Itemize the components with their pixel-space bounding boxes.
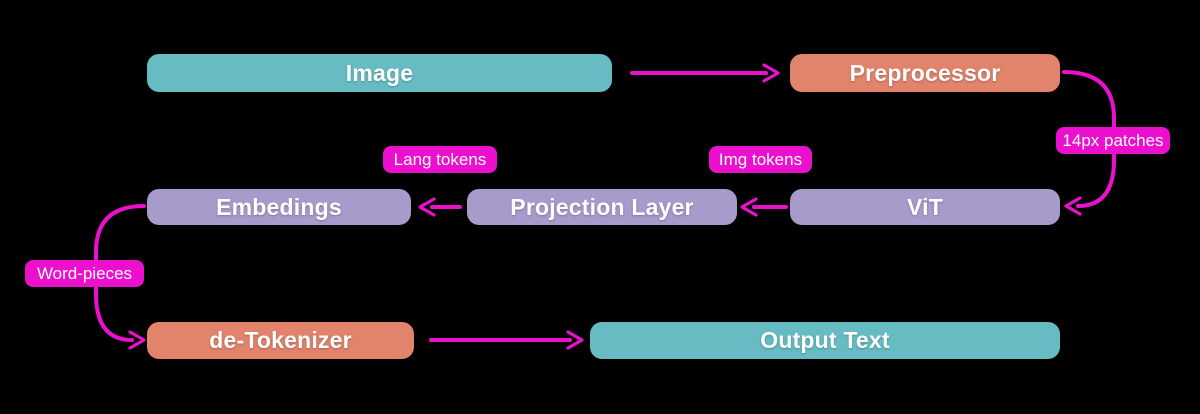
edge-label-img-tokens: Img tokens — [709, 146, 812, 173]
node-embedings: Embedings — [147, 189, 411, 225]
node-image: Image — [147, 54, 612, 92]
edge-label-word-pieces: Word-pieces — [25, 260, 144, 287]
arrow-embedings-to-de-tokenizer — [94, 204, 146, 350]
node-projection-layer: Projection Layer — [467, 189, 737, 225]
edge-label-lang-tokens: Lang tokens — [383, 146, 497, 173]
node-vit: ViT — [790, 189, 1060, 225]
node-de-tokenizer: de-Tokenizer — [147, 322, 414, 359]
node-output-text: Output Text — [590, 322, 1060, 359]
node-preprocessor: Preprocessor — [790, 54, 1060, 92]
arrow-preprocessor-to-vit — [1062, 70, 1116, 216]
edge-label-14px-patches: 14px patches — [1056, 127, 1170, 154]
